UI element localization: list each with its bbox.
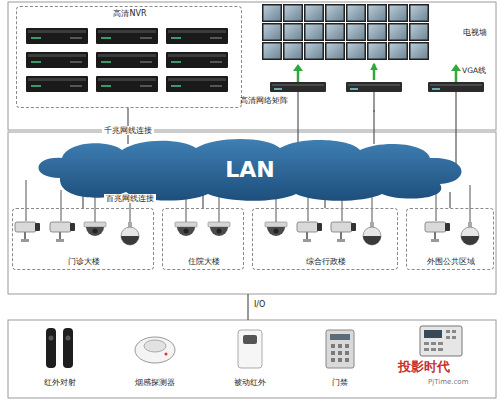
network-cable xyxy=(373,110,374,144)
camera-group: 住院大楼 xyxy=(162,208,244,270)
cable-label: VGA线 xyxy=(462,66,486,75)
signal-arrow xyxy=(373,64,376,80)
node-label: 门诊大楼 xyxy=(68,257,100,267)
camera-group: 门诊大楼 xyxy=(12,208,154,270)
watermark: PjTime.com xyxy=(428,378,468,386)
node-label: 住院大楼 xyxy=(188,257,220,267)
node-label: 红外对射 xyxy=(44,378,76,388)
node-label: 外围公共区域 xyxy=(427,257,475,267)
io-label: I/O xyxy=(254,300,265,310)
network-matrix: 高清网络矩阵 xyxy=(238,80,490,110)
tv-wall: 电视墙 xyxy=(258,2,490,64)
sensor: 门禁 xyxy=(305,376,375,390)
camera-group: 综合行政楼 xyxy=(252,208,398,270)
sensor: 被动红外 xyxy=(215,376,285,390)
node-label: 烟感探测器 xyxy=(135,378,175,388)
network-cable xyxy=(449,192,450,208)
node-label: 高清NVR xyxy=(113,9,146,19)
lan-cloud: LAN xyxy=(30,138,470,202)
node-label: 高清网络矩阵 xyxy=(240,96,288,106)
cable-label: 百兆网线连接 xyxy=(104,194,156,203)
node-label: 电视墙 xyxy=(463,28,487,38)
network-label: LAN xyxy=(225,157,274,183)
network-cable xyxy=(202,194,203,208)
sensor: 红外对射 xyxy=(25,376,95,390)
nvr-group: 高清NVR xyxy=(16,6,242,108)
cable-label: 千兆网线连接 xyxy=(102,126,154,135)
sensor: 烟感探测器 xyxy=(120,376,190,390)
watermark: 投影时代 xyxy=(398,359,450,375)
node-label: 综合行政楼 xyxy=(306,257,346,267)
node-label: 门禁 xyxy=(332,378,348,388)
camera-group: 外围公共区域 xyxy=(406,208,494,270)
node-label: 被动红外 xyxy=(234,378,266,388)
